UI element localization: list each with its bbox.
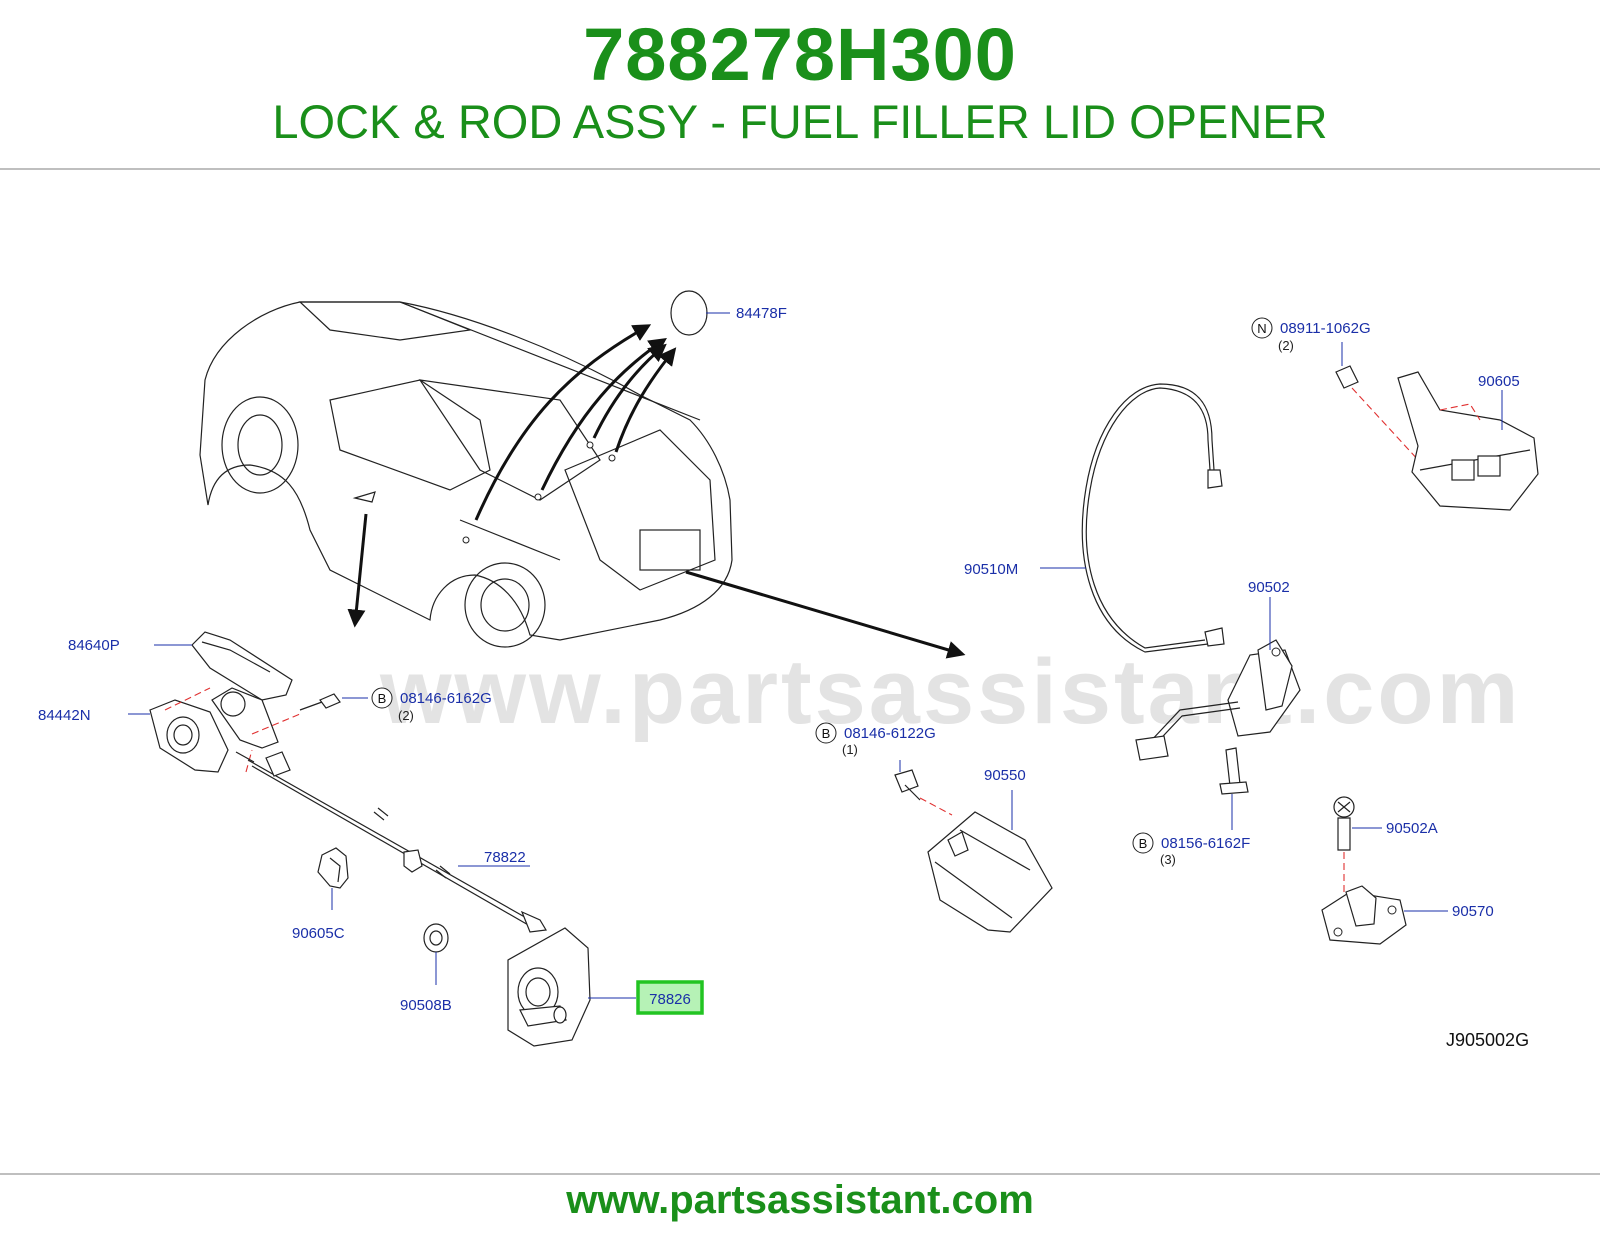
bracket-90605 [1335, 365, 1539, 511]
leader-lines [128, 312, 1503, 999]
actuator-90550 [894, 769, 1053, 933]
callout-84442N: 84442N [38, 707, 91, 724]
callout-90502: 90502 [1248, 579, 1290, 596]
callout-08146-6162G: B 08146-6162G (2) [371, 687, 492, 723]
header: 788278H300 LOCK & ROD ASSY - FUEL FILLER… [0, 0, 1600, 170]
callout-78826: 78826 [649, 991, 691, 1008]
callout-90605: 90605 [1478, 373, 1520, 390]
callout-label: 08156-6162F [1161, 835, 1250, 852]
callout-90510M: 90510M [964, 561, 1018, 578]
bolt-prefix-badge: B [822, 726, 831, 741]
callout-90570: 90570 [1452, 903, 1494, 920]
footer-divider [0, 1173, 1600, 1175]
pointer-arrows [347, 324, 966, 659]
bolt-prefix-badge: B [378, 691, 387, 706]
callout-08156-6162F: B 08156-6162F (3) [1132, 832, 1250, 867]
bolt-prefix-badge: B [1139, 836, 1148, 851]
part-description-title: LOCK & ROD ASSY - FUEL FILLER LID OPENER [272, 95, 1328, 148]
callout-label: 08911-1062G [1280, 320, 1371, 337]
part-number-title: 788278H300 [583, 13, 1017, 96]
callout-labels: 84478F 84640P 84442N B 08146-6162G (2) 7… [38, 305, 1529, 1050]
callout-84640P: 84640P [68, 637, 120, 654]
striker-90570 [1321, 796, 1407, 945]
callout-08911-1062G: N 08911-1062G (2) [1251, 317, 1371, 353]
callout-78822: 78822 [484, 849, 526, 866]
callout-78826-highlighted: 78826 [636, 980, 704, 1015]
header-divider [0, 168, 1600, 170]
callout-90550: 90550 [984, 767, 1026, 784]
callout-label: 08146-6162G [400, 690, 492, 707]
callout-90605C: 90605C [292, 925, 345, 942]
callout-90508B: 90508B [400, 997, 452, 1014]
diagram-reference-code: J905002G [1446, 1030, 1529, 1050]
callout-label: 08146-6122G [844, 725, 936, 742]
quantity: (2) [398, 708, 414, 723]
callout-84478F: 84478F [736, 305, 787, 322]
footer-url[interactable]: www.partsassistant.com [566, 1178, 1034, 1222]
opener-assembly [149, 631, 547, 933]
grommet-90508B [423, 923, 449, 953]
callout-90502A: 90502A [1386, 820, 1438, 837]
fuel-lid [670, 290, 708, 336]
quantity: (2) [1278, 338, 1294, 353]
vehicle-drawing [199, 301, 733, 648]
quantity: (3) [1160, 852, 1176, 867]
latch-90502 [1135, 639, 1301, 795]
callout-08146-6122G: B 08146-6122G (1) [815, 722, 936, 757]
nut-prefix-badge: N [1257, 321, 1266, 336]
quantity: (1) [842, 742, 858, 757]
lock-rod-assembly-78826 [507, 927, 591, 1047]
cable-90510M [1081, 383, 1225, 653]
clip-90605C [317, 847, 349, 889]
